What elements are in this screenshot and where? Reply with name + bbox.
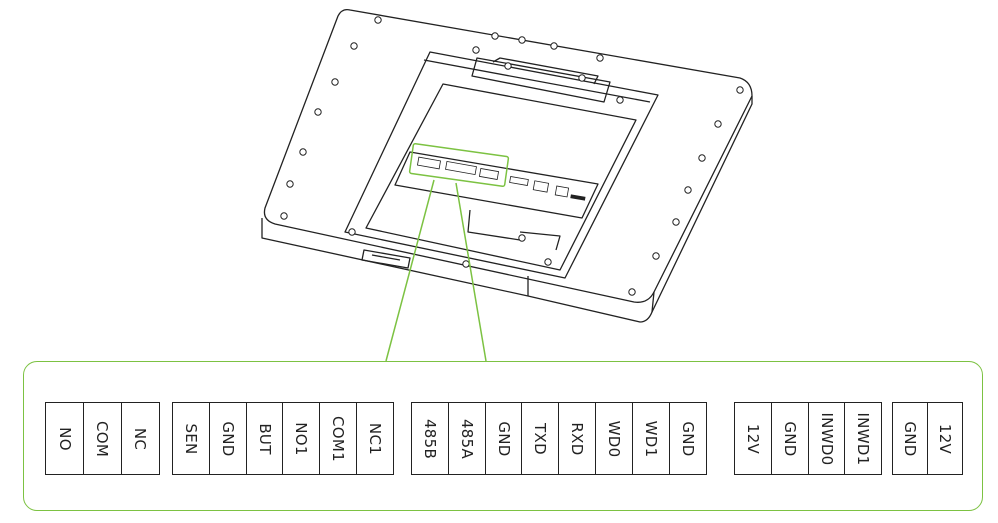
screw — [350, 42, 358, 50]
pin-label: 12V — [744, 423, 762, 454]
pin-label: NC — [131, 427, 150, 450]
pin-label: 485B — [421, 418, 439, 459]
pin-gnd: GND — [770, 402, 809, 475]
screw — [331, 78, 339, 86]
pin-label: GND — [678, 420, 697, 457]
pin-label: NC1 — [366, 422, 385, 455]
device-outer-frame — [263, 8, 753, 303]
pin-no: NO — [45, 402, 84, 475]
screw — [684, 186, 692, 194]
screw — [314, 108, 322, 116]
screw — [596, 54, 604, 62]
usb-slot — [570, 194, 586, 201]
pin-label: WD0 — [605, 420, 624, 457]
pin-nc: NC — [120, 402, 160, 475]
terminal-group-relay: NO COM NC — [45, 402, 160, 475]
inner-panel — [365, 83, 637, 271]
screw — [504, 62, 512, 70]
terminal-block-2 — [445, 160, 477, 176]
screw — [714, 120, 722, 128]
pin-label: SEN — [182, 422, 200, 455]
lower-bracket — [361, 249, 411, 269]
terminal-callout: NO COM NC SEN GND BUT NO1 COM1 NC1 485B … — [23, 361, 983, 511]
highlight-box — [408, 142, 510, 188]
terminal-group-communication: 485B 485A GND TXD RXD WD0 WD1 GND — [411, 402, 707, 475]
pin-label: TXD — [531, 422, 550, 455]
pin-com: COM — [82, 402, 122, 475]
terminal-group-power: GND 12V — [892, 402, 963, 475]
screw — [462, 260, 470, 268]
pin-com1: COM1 — [319, 402, 358, 475]
screw — [578, 74, 586, 82]
screw — [299, 148, 307, 156]
pin-wd0: WD0 — [595, 402, 634, 475]
screw — [518, 234, 526, 242]
pin-label: GND — [218, 420, 237, 457]
screw — [652, 252, 660, 260]
pin-label: BUT — [255, 422, 274, 455]
pin-wd1: WD1 — [631, 402, 670, 475]
device-side-edge — [261, 96, 753, 323]
screw — [518, 36, 526, 44]
mount-bracket — [471, 57, 611, 103]
pin-but: BUT — [245, 402, 284, 475]
pin-label: INWD0 — [817, 411, 836, 466]
screw — [698, 154, 706, 162]
pin-gnd: GND — [208, 402, 247, 475]
pin-label: NO1 — [292, 421, 311, 456]
pin-sen: SEN — [172, 402, 210, 475]
pin-label: INWD1 — [854, 411, 873, 466]
ethernet-port — [532, 180, 550, 193]
pin-label: COM1 — [329, 415, 348, 462]
pin-txd: TXD — [521, 402, 560, 475]
pin-label: RXD — [568, 421, 587, 456]
pin-label: GND — [901, 420, 919, 457]
pin-gnd: GND — [892, 402, 928, 475]
pin-12v: 12V — [926, 402, 963, 475]
pin-label: 485A — [457, 418, 476, 459]
pin-label: NO — [55, 426, 74, 451]
screw — [736, 86, 744, 94]
pin-gnd: GND — [668, 402, 707, 475]
power-jack — [554, 185, 570, 198]
screw — [280, 212, 288, 220]
pin-12v: 12V — [734, 402, 772, 475]
pin-485b: 485B — [411, 402, 449, 475]
pin-gnd: GND — [484, 402, 523, 475]
leader-line-right — [455, 182, 487, 362]
terminal-block-1 — [417, 156, 441, 170]
screw — [374, 16, 382, 24]
screw — [348, 228, 356, 236]
screw — [628, 288, 636, 296]
pin-label: GND — [494, 420, 513, 457]
terminal-group-lock-control: SEN GND BUT NO1 COM1 NC1 — [172, 402, 395, 475]
terminal-block-3 — [478, 168, 500, 180]
pin-inwd1: INWD1 — [844, 402, 883, 475]
screw — [286, 180, 294, 188]
pin-label: COM — [93, 420, 112, 457]
pin-label: GND — [780, 420, 799, 457]
screw — [550, 42, 558, 50]
pin-inwd0: INWD0 — [807, 402, 846, 475]
screw — [616, 96, 624, 104]
pin-485a: 485A — [447, 402, 486, 475]
pin-label: 12V — [935, 423, 954, 454]
pin-label: WD1 — [641, 420, 660, 457]
terminal-group-wiegand-input: 12V GND INWD0 INWD1 — [734, 402, 883, 475]
pin-nc1: NC1 — [356, 402, 395, 475]
pin-no1: NO1 — [282, 402, 321, 475]
device-recess — [344, 51, 659, 279]
hdmi-port — [509, 176, 529, 186]
screw — [491, 32, 499, 40]
screw — [544, 258, 552, 266]
screw — [472, 46, 480, 54]
connector-board — [394, 151, 599, 219]
leader-line-left — [385, 179, 435, 362]
pin-rxd: RXD — [558, 402, 597, 475]
screw — [672, 218, 680, 226]
